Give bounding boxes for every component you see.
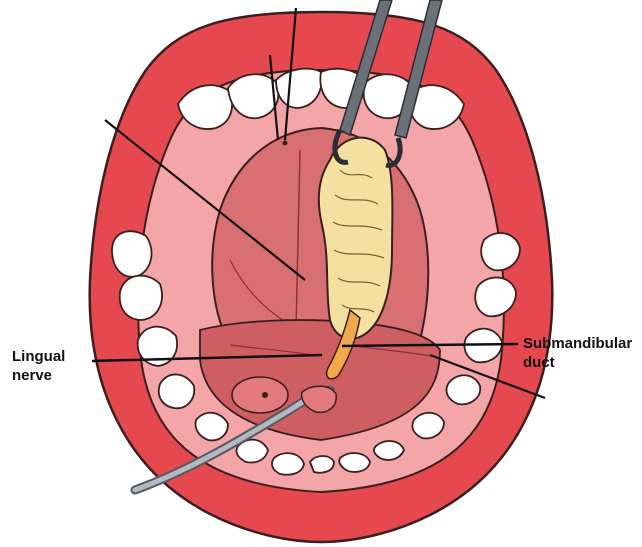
lingual-nerve-text: Lingual nerve — [12, 348, 65, 384]
submandibular-duct-text: Submandibular duct — [523, 335, 632, 371]
submandibular-duct-label: Submandibular duct — [523, 334, 638, 372]
lingual-nerve-label: Lingual nerve — [12, 347, 92, 385]
